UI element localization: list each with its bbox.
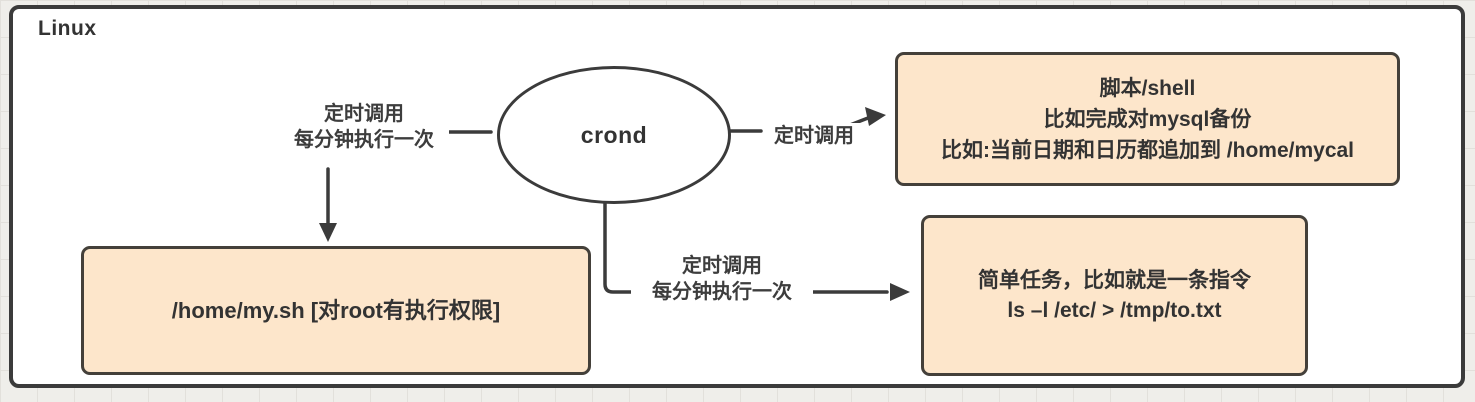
edge-label-right: 定时调用 (767, 123, 861, 149)
linux-label: Linux (38, 17, 97, 40)
crond-node: crond (497, 66, 731, 204)
task-box-line: ls –l /etc/ > /tmp/to.txt (1007, 298, 1222, 322)
file-box-line: /home/my.sh [对root有执行权限] (171, 298, 501, 323)
arrowhead-right (865, 107, 886, 126)
script-box-line: 脚本/shell (1099, 76, 1196, 100)
arrowhead-bottom (890, 283, 910, 301)
edge-label-left-line1: 定时调用 (324, 103, 404, 125)
edge-label-bottom-line2: 每分钟执行一次 (652, 281, 792, 303)
edge-label-left: 定时调用 每分钟执行一次 (279, 101, 449, 153)
arrowhead-down (319, 223, 337, 242)
script-shell-box: 脚本/shell 比如完成对mysql备份 比如:当前日期和日历都追加到 /ho… (895, 52, 1400, 186)
script-box-line: 比如完成对mysql备份 (1043, 107, 1252, 131)
script-box-line: 比如:当前日期和日历都追加到 /home/mycal (940, 138, 1355, 162)
edge-label-right-line1: 定时调用 (774, 125, 854, 147)
crond-node-label: crond (580, 121, 648, 148)
simple-task-box: 简单任务，比如就是一条指令 ls –l /etc/ > /tmp/to.txt (921, 215, 1308, 376)
task-box-line: 简单任务，比如就是一条指令 (978, 268, 1251, 292)
home-mysh-box: /home/my.sh [对root有执行权限] (81, 246, 591, 375)
edge-label-bottom: 定时调用 每分钟执行一次 (631, 253, 813, 305)
edge-label-bottom-line1: 定时调用 (682, 255, 762, 277)
edge-label-left-line2: 每分钟执行一次 (294, 129, 434, 151)
linux-container-box: Linux crond 脚本/shell 比如完成对mysql备份 比如:当前日… (9, 5, 1465, 388)
